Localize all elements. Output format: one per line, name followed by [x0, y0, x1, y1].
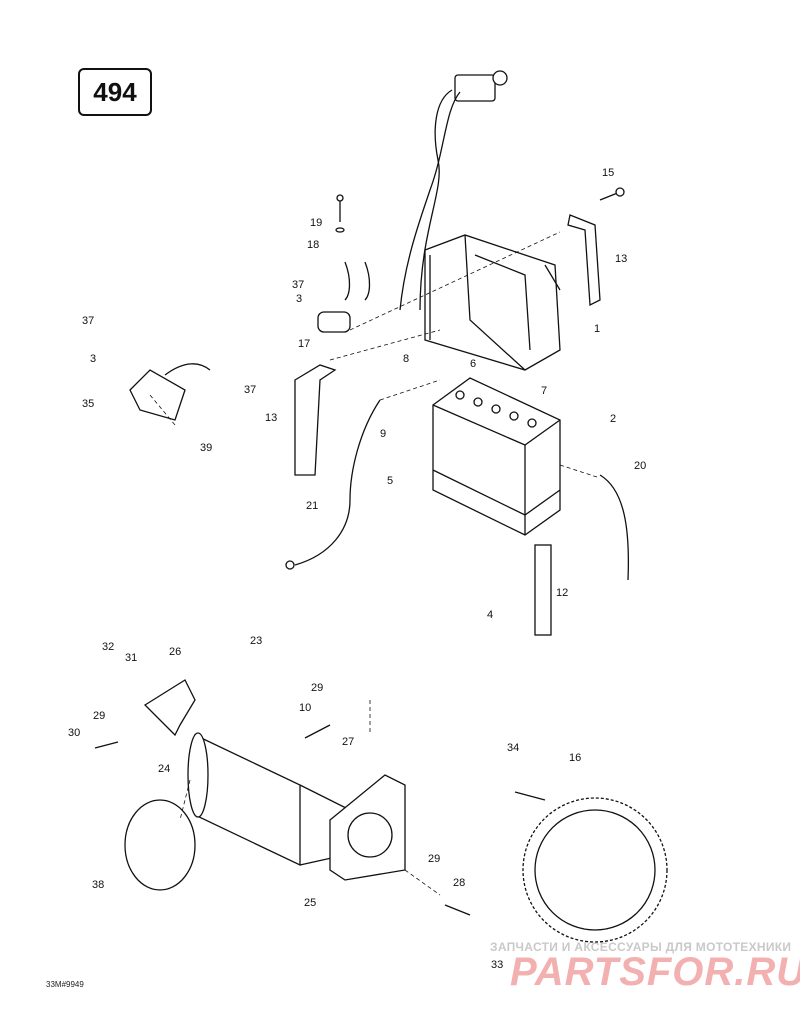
callout-13: 13 [615, 253, 627, 265]
callout-37-mid: 37 [244, 384, 256, 396]
leader-lines [149, 231, 601, 896]
callout-29-top: 29 [311, 682, 323, 694]
callout-35: 35 [82, 398, 94, 410]
starter-bracket-illustration [143, 679, 196, 737]
callout-29-left: 29 [93, 710, 105, 722]
callout-1: 1 [594, 323, 600, 335]
callout-13-left: 13 [265, 412, 277, 424]
callout-26: 26 [169, 646, 181, 658]
strap-bracket-illustration [567, 214, 601, 307]
callout-39: 39 [200, 442, 212, 454]
callout-23: 23 [250, 635, 262, 647]
callout-17: 17 [298, 338, 310, 350]
bolt-illustration [94, 724, 546, 916]
callout-labels: 15 13 19 18 37 3 17 1 37 3 8 6 7 35 39 3… [68, 167, 646, 971]
rectifier-illustration [129, 363, 211, 421]
hose-clamp-illustration [124, 799, 196, 891]
page-number-plate: 494 [78, 68, 152, 116]
callout-31: 31 [125, 652, 137, 664]
callout-2: 2 [610, 413, 616, 425]
ground-cable-illustration [285, 399, 381, 570]
callout-24: 24 [158, 763, 170, 775]
callout-10: 10 [299, 702, 311, 714]
callout-6: 6 [470, 358, 476, 370]
callout-15: 15 [602, 167, 614, 179]
callout-27: 27 [342, 736, 354, 748]
small-bolt-illustration [335, 194, 345, 233]
callout-4: 4 [487, 609, 493, 621]
callout-30: 30 [68, 727, 80, 739]
callout-19: 19 [310, 217, 322, 229]
callout-34: 34 [507, 742, 519, 754]
starter-motor-illustration [187, 732, 351, 867]
watermark-tagline: ЗАПЧАСТИ И АКСЕССУАРЫ ДЛЯ МОТОТЕХНИКИ [490, 940, 792, 954]
battery-box-illustration [424, 234, 561, 371]
watermark-logo: PARTSFOR.RU [510, 950, 800, 994]
callout-32: 32 [102, 641, 114, 653]
callout-20: 20 [634, 460, 646, 472]
callout-12: 12 [556, 587, 568, 599]
battery-holddown-illustration [294, 364, 337, 476]
page-number: 494 [93, 76, 137, 107]
callout-3-left: 3 [90, 353, 96, 365]
callout-7: 7 [541, 385, 547, 397]
solenoid-illustration [317, 261, 371, 333]
drawing-code: 33M#9949 [46, 980, 84, 989]
bolt-illustration [599, 187, 625, 201]
callout-37: 37 [292, 279, 304, 291]
positive-cable-illustration [599, 474, 630, 581]
ring-gear-illustration [522, 797, 668, 943]
callout-3: 3 [296, 293, 302, 305]
mounting-flange-illustration [329, 774, 406, 881]
callout-16: 16 [569, 752, 581, 764]
battery-illustration [432, 377, 561, 536]
callout-9: 9 [380, 428, 386, 440]
callout-37-left: 37 [82, 315, 94, 327]
callout-33: 33 [491, 959, 503, 971]
callout-5: 5 [387, 475, 393, 487]
callout-21: 21 [306, 500, 318, 512]
callout-18: 18 [307, 239, 319, 251]
callout-28: 28 [453, 877, 465, 889]
ignition-switch-illustration [399, 70, 508, 311]
callout-8: 8 [403, 353, 409, 365]
callout-29-bottom: 29 [428, 853, 440, 865]
callout-38: 38 [92, 879, 104, 891]
support-rod-illustration [534, 544, 552, 636]
callout-25: 25 [304, 897, 316, 909]
